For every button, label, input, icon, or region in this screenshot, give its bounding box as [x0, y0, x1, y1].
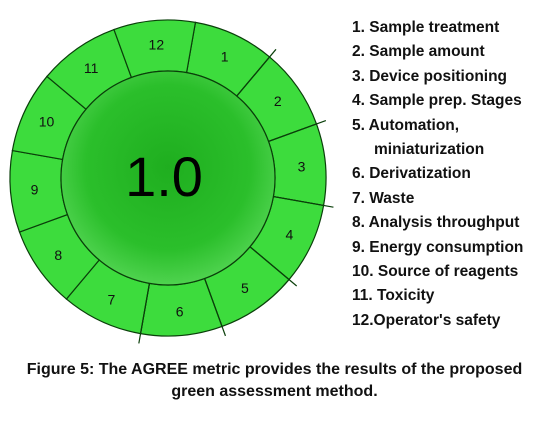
- legend-item-4: 4. Sample prep. Stages: [352, 92, 522, 110]
- segment-label-10: 10: [39, 113, 55, 129]
- divider-tick-1: [236, 48, 277, 97]
- legend-item-6: 6. Derivatization: [352, 165, 471, 183]
- segment-label-4: 4: [286, 227, 294, 243]
- divider-tick-5: [204, 278, 227, 337]
- segment-label-8: 8: [54, 247, 62, 263]
- caption-line-1: Figure 5: The AGREE metric provides the …: [26, 361, 523, 378]
- legend-item-5: 5. Automation, miniaturization: [352, 114, 542, 163]
- segment-label-7: 7: [107, 291, 115, 307]
- segment-label-9: 9: [31, 182, 39, 198]
- segment-label-12: 12: [149, 37, 165, 53]
- criteria-legend: 1. Sample treatment 2. Sample amount 3. …: [352, 16, 542, 333]
- legend-item-2: 2. Sample amount: [352, 43, 485, 61]
- score-label: 1.0: [125, 145, 203, 208]
- caption-line-2: green assessment method.: [171, 383, 378, 400]
- segments-layer: [9, 19, 327, 337]
- legend-item-11: 11. Toxicity: [352, 287, 435, 305]
- legend-item-8: 8. Analysis throughput: [352, 214, 520, 232]
- legend-item-3: 3. Device positioning: [352, 67, 508, 85]
- divider-tick-6: [138, 283, 151, 344]
- divider-tick-4: [249, 246, 298, 287]
- segment-label-5: 5: [241, 280, 249, 296]
- segment-label-2: 2: [274, 93, 282, 109]
- segment-label-3: 3: [298, 158, 306, 174]
- legend-item-12: 12.Operator's safety: [352, 311, 501, 329]
- figure-caption: Figure 5: The AGREE metric provides the …: [0, 359, 549, 403]
- segment-label-11: 11: [84, 60, 99, 76]
- center-disc: [60, 70, 276, 286]
- divider-tick-2: [268, 119, 327, 142]
- legend-item-5-continuation: miniaturization: [374, 140, 485, 158]
- legend-item-9: 9. Energy consumption: [352, 238, 524, 256]
- divider-ticks: [138, 48, 334, 344]
- segment-label-1: 1: [221, 49, 229, 65]
- legend-item-5-label: 5. Automation,: [352, 116, 460, 134]
- legend-item-10: 10. Source of reagents: [352, 262, 519, 280]
- legend-item-7: 7. Waste: [352, 189, 415, 207]
- legend-item-1: 1. Sample treatment: [352, 19, 500, 36]
- divider-tick-3: [273, 195, 334, 208]
- segment-label-6: 6: [176, 303, 184, 319]
